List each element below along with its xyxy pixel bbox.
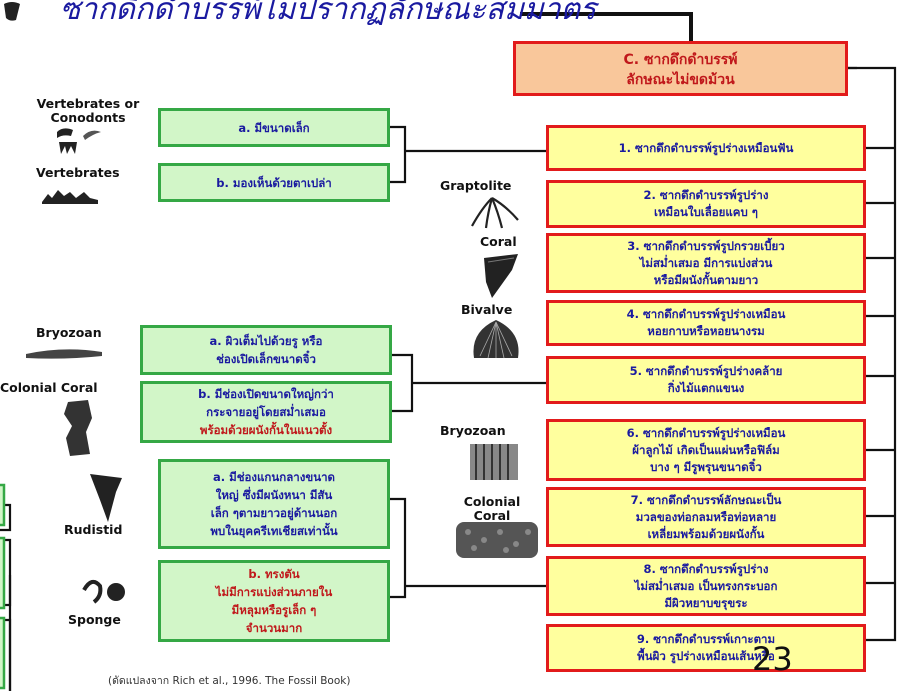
type-box-7-line: 7. ซากดึกดำบรรพ์ลักษณะเป็น [630, 492, 782, 507]
rudistid-fossil-image [90, 474, 122, 522]
subtype-1b-line: b. มองเห็นด้วยตาเปล่า [216, 175, 332, 190]
bivalve-fossil-image [473, 320, 519, 359]
type-box-2-line: เหมือนใบเลื่อยแคบ ๆ [654, 205, 758, 219]
label-colonial-coral-mid: Colonial Coral [452, 495, 532, 523]
title-bullet-icon [4, 2, 20, 21]
subtype-8a-line: a. มีช่องแกนกลางขนาด [212, 470, 335, 484]
label-line: Colonial [463, 494, 521, 509]
subtype-5a-line: a. ผิวเต็มไปด้วยรู หรือ [209, 334, 323, 348]
vertebrate-fossil-image [42, 190, 98, 204]
subtype-8b-line: มีหลุมหรือรูเล็ก ๆ [231, 603, 317, 617]
type-box-3-line: หรือมีผนังกั้นตามยาว [653, 272, 759, 287]
coral-fossil-image [484, 254, 518, 298]
type-box-8-line: 8. ซากดึกดำบรรพ์รูปร่าง [643, 561, 769, 576]
type-box-5-line: กิ่งไม้แตกแขนง [667, 381, 745, 395]
type-box-7: 7. ซากดึกดำบรรพ์ลักษณะเป็น มวลของท่อกลมห… [546, 487, 866, 547]
subtype-box-1a: a. มีขนาดเล็ก [158, 108, 390, 147]
conodont-fossil-image [57, 128, 101, 154]
subtype-8a-line: เล็ก ๆตามยาวอยู่ด้านนอก [210, 506, 338, 520]
category-header-box: C. ซากดึกดำบรรพ์ ลักษณะไม่ขดม้วน [513, 41, 848, 96]
label-bryozoan-mid: Bryozoan [440, 423, 506, 438]
label-line: Vertebrates or [36, 96, 140, 111]
page-number: 23 [752, 640, 793, 678]
type-box-9: 9. ซากดึกดำบรรพ์เกาะตาม พื้นผิว รูปร่างเ… [546, 624, 866, 672]
label-sponge: Sponge [68, 612, 121, 627]
subtype-box-8b: b. ทรงตัน ไม่มีการแบ่งส่วนภายใน มีหลุมหร… [158, 560, 390, 642]
type-box-9-line: 9. ซากดึกดำบรรพ์เกาะตาม [636, 632, 776, 646]
label-line: Conodonts [50, 110, 126, 125]
subtype-8b-line: b. ทรงตัน [248, 567, 300, 581]
header-line-2: ลักษณะไม่ขดม้วน [626, 72, 735, 88]
type-box-5-line: 5. ซากดึกดำบรรพ์รูปร่างคล้าย [629, 364, 783, 378]
graptolite-fossil-image [471, 197, 519, 229]
subtype-box-8a: a. มีช่องแกนกลางขนาด ใหญ่ ซึ่งมีผนังหนา … [158, 459, 390, 549]
sponge-fossil-image [82, 579, 125, 604]
type-box-2-line: 2. ซากดึกดำบรรพ์รูปร่าง [643, 188, 769, 202]
subtype-box-5b: b. มีช่องเปิดขนาดใหญ่กว่า กระจายอยู่โดยส… [140, 381, 392, 443]
type-box-4: 4. ซากดึกดำบรรพ์รูปร่างเหมือน หอยกาบหรือ… [546, 300, 866, 346]
type-box-4-line: 4. ซากดึกดำบรรพ์รูปร่างเหมือน [626, 307, 786, 321]
type-box-3-line: ไม่สม่ำเสมอ มีการแบ่งส่วน [639, 255, 773, 270]
subtype-5a-line: ช่องเปิดเล็กขนาดจิ๋ว [216, 352, 316, 366]
type-box-6: 6. ซากดึกดำบรรพ์รูปร่างเหมือน ผ้าลูกไม้ … [546, 419, 866, 481]
colonial-coral-fossil-image [64, 400, 92, 456]
type-box-8-line: ไม่สม่ำเสมอ เป็นทรงกระบอก [634, 578, 778, 593]
label-colonial-coral-left: Colonial Coral [0, 380, 98, 395]
label-line: Coral [473, 508, 511, 523]
type-box-7-line: มวลของท่อกลมหรือท่อหลาย [635, 509, 777, 524]
type-box-2: 2. ซากดึกดำบรรพ์รูปร่าง เหมือนใบเลื่อยแค… [546, 180, 866, 228]
subtype-5b-line: กระจายอยู่โดยสม่ำเสมอ [206, 405, 326, 419]
page-title: ซากดึกดำบรรพ์ไม่ปรากฏลักษณะสมมาตร [60, 0, 597, 27]
bryozoan-fossil-image [26, 349, 102, 359]
label-bryozoan-left: Bryozoan [36, 325, 102, 340]
subtype-8a-line: พบในยุคครีเทเชียสเท่านั้น [210, 524, 338, 538]
subtype-1a-line: a. มีขนาดเล็ก [238, 120, 310, 135]
label-vertebrates-or-conodonts: Vertebrates or Conodonts [18, 97, 158, 125]
subtype-8a-line: ใหญ่ ซึ่งมีผนังหนา มีสัน [215, 488, 333, 502]
type-box-1: 1. ซากดึกดำบรรพ์รูปร่างเหมือนฟัน [546, 125, 866, 171]
type-box-9-line: พื้นผิว รูปร่างเหมือนเส้นหรือ [637, 649, 775, 663]
type-box-6-line: ผ้าลูกไม้ เกิดเป็นแผ่นหรือฟิล์ม [632, 442, 780, 457]
subtype-box-1b: b. มองเห็นด้วยตาเปล่า [158, 163, 390, 202]
label-rudistid: Rudistid [64, 522, 123, 537]
bryozoan-mid-fossil-image [470, 444, 518, 480]
type-box-8-line: มีผิวหยาบขรุขระ [664, 595, 748, 610]
type-box-1-line: 1. ซากดึกดำบรรพ์รูปร่างเหมือนฟัน [618, 140, 794, 155]
type-box-6-line: บาง ๆ มีรูพรุนขนาดจิ๋ว [650, 459, 762, 474]
colonial-coral-mid-fossil-image [456, 522, 538, 558]
type-box-7-line: เหลี่ยมพร้อมด้วยผนังกั้น [647, 526, 765, 541]
source-citation: (ดัดแปลงจาก Rich et al., 1996. The Fossi… [108, 675, 351, 687]
type-box-5: 5. ซากดึกดำบรรพ์รูปร่างคล้าย กิ่งไม้แตกแ… [546, 356, 866, 404]
type-box-6-line: 6. ซากดึกดำบรรพ์รูปร่างเหมือน [626, 425, 786, 440]
subtype-8b-line: จำนวนมาก [245, 621, 303, 635]
type-box-8: 8. ซากดึกดำบรรพ์รูปร่าง ไม่สม่ำเสมอ เป็น… [546, 556, 866, 616]
label-bivalve: Bivalve [461, 302, 513, 317]
label-vertebrates: Vertebrates [36, 165, 120, 180]
type-box-3: 3. ซากดึกดำบรรพ์รูปกรวยเบี้ยว ไม่สม่ำเสม… [546, 233, 866, 293]
subtype-8b-line: ไม่มีการแบ่งส่วนภายใน [215, 585, 333, 599]
label-graptolite: Graptolite [440, 178, 512, 193]
type-box-4-line: หอยกาบหรือหอยนางรม [647, 324, 765, 338]
label-coral: Coral [480, 234, 517, 249]
type-box-3-line: 3. ซากดึกดำบรรพ์รูปกรวยเบี้ยว [627, 238, 785, 253]
subtype-5b-highlight-line: พร้อมด้วยผนังกั้นในแนวตั้ง [199, 423, 333, 437]
header-line-1: C. ซากดึกดำบรรพ์ [623, 52, 738, 68]
subtype-box-5a: a. ผิวเต็มไปด้วยรู หรือ ช่องเปิดเล็กขนาด… [140, 325, 392, 375]
subtype-5b-line: b. มีช่องเปิดขนาดใหญ่กว่า [198, 387, 334, 401]
